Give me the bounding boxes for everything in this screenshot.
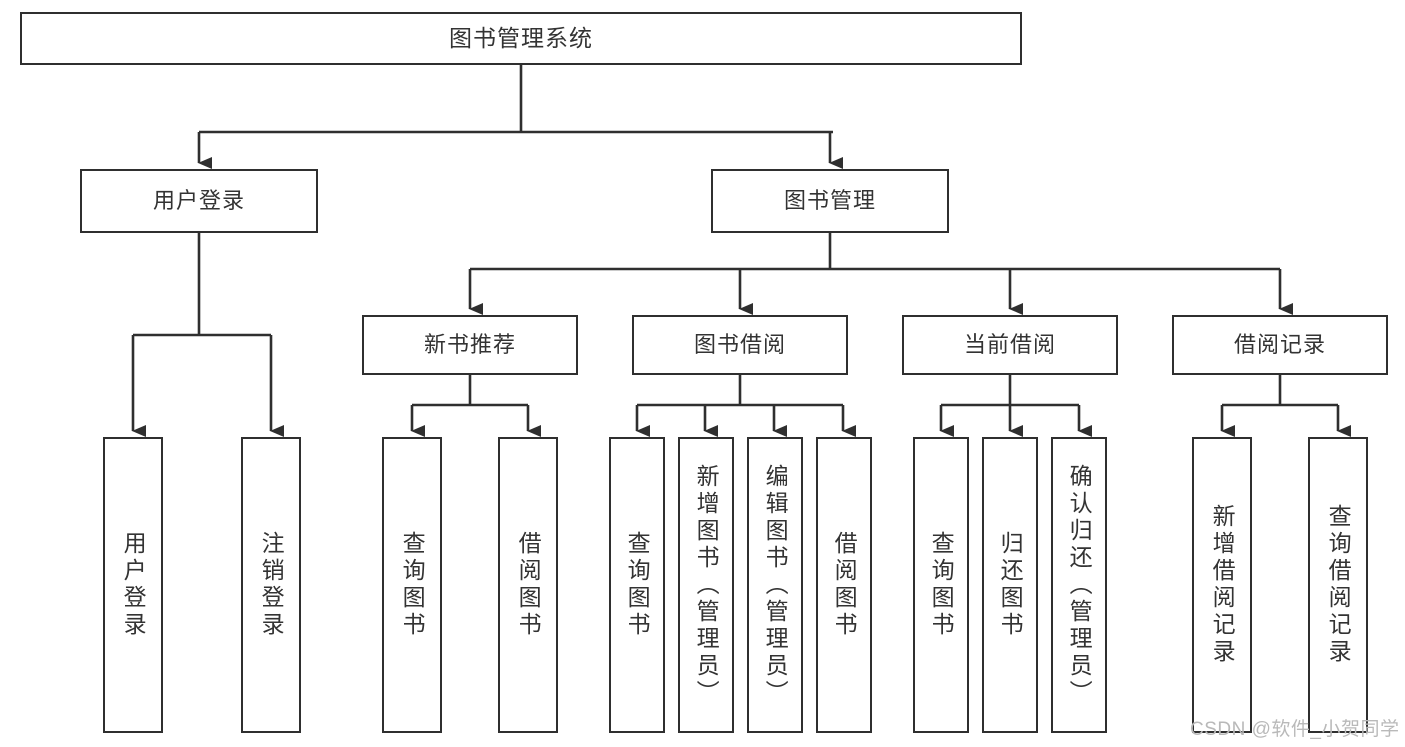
leaf-query-book-current[interactable]: 查询图书 — [913, 437, 969, 733]
node-label: 当前借阅 — [963, 331, 1056, 357]
node-label: 查询图书 — [928, 531, 955, 639]
leaf-query-book-borrow[interactable]: 查询图书 — [609, 437, 665, 733]
node-label: 新增图书（管理员） — [693, 463, 720, 707]
node-label: 图书管理 — [783, 187, 876, 213]
node-label: 图书借阅 — [693, 331, 786, 357]
csdn-watermark: CSDN @软件_小贺同学 — [1190, 719, 1400, 740]
node-label: 归还图书 — [997, 531, 1024, 639]
node-label: 编辑图书（管理员） — [762, 463, 789, 707]
node-user-login[interactable]: 用户登录 — [80, 169, 318, 233]
leaf-query-borrow-record[interactable]: 查询借阅记录 — [1308, 437, 1368, 733]
node-label: 用户登录 — [120, 531, 147, 639]
node-label: 新增借阅记录 — [1209, 504, 1236, 666]
node-label: 用户登录 — [152, 187, 245, 213]
node-label: 新书推荐 — [423, 331, 516, 357]
node-label: 查询图书 — [399, 531, 426, 639]
leaf-query-book-recommend[interactable]: 查询图书 — [382, 437, 442, 733]
node-label: 查询图书 — [624, 531, 651, 639]
leaf-user-login[interactable]: 用户登录 — [103, 437, 163, 733]
leaf-borrow-book-recommend[interactable]: 借阅图书 — [498, 437, 558, 733]
node-label: 借阅图书 — [831, 531, 858, 639]
leaf-add-borrow-record[interactable]: 新增借阅记录 — [1192, 437, 1252, 733]
node-borrow-record[interactable]: 借阅记录 — [1172, 315, 1388, 375]
node-current-borrow[interactable]: 当前借阅 — [902, 315, 1118, 375]
leaf-logout-login[interactable]: 注销登录 — [241, 437, 301, 733]
leaf-borrow-book-borrow[interactable]: 借阅图书 — [816, 437, 872, 733]
node-label: 注销登录 — [258, 531, 285, 639]
node-new-book-recommend[interactable]: 新书推荐 — [362, 315, 578, 375]
node-book-borrow[interactable]: 图书借阅 — [632, 315, 848, 375]
node-label: 借阅图书 — [515, 531, 542, 639]
leaf-confirm-return-admin[interactable]: 确认归还（管理员） — [1051, 437, 1107, 733]
leaf-add-book-admin[interactable]: 新增图书（管理员） — [678, 437, 734, 733]
node-root-book-management-system[interactable]: 图书管理系统 — [20, 12, 1022, 65]
node-label: 查询借阅记录 — [1325, 504, 1352, 666]
node-label: 确认归还（管理员） — [1066, 463, 1093, 707]
node-label: 图书管理系统 — [449, 24, 593, 51]
node-label: 借阅记录 — [1233, 331, 1326, 357]
leaf-return-book[interactable]: 归还图书 — [982, 437, 1038, 733]
node-book-management[interactable]: 图书管理 — [711, 169, 949, 233]
leaf-edit-book-admin[interactable]: 编辑图书（管理员） — [747, 437, 803, 733]
